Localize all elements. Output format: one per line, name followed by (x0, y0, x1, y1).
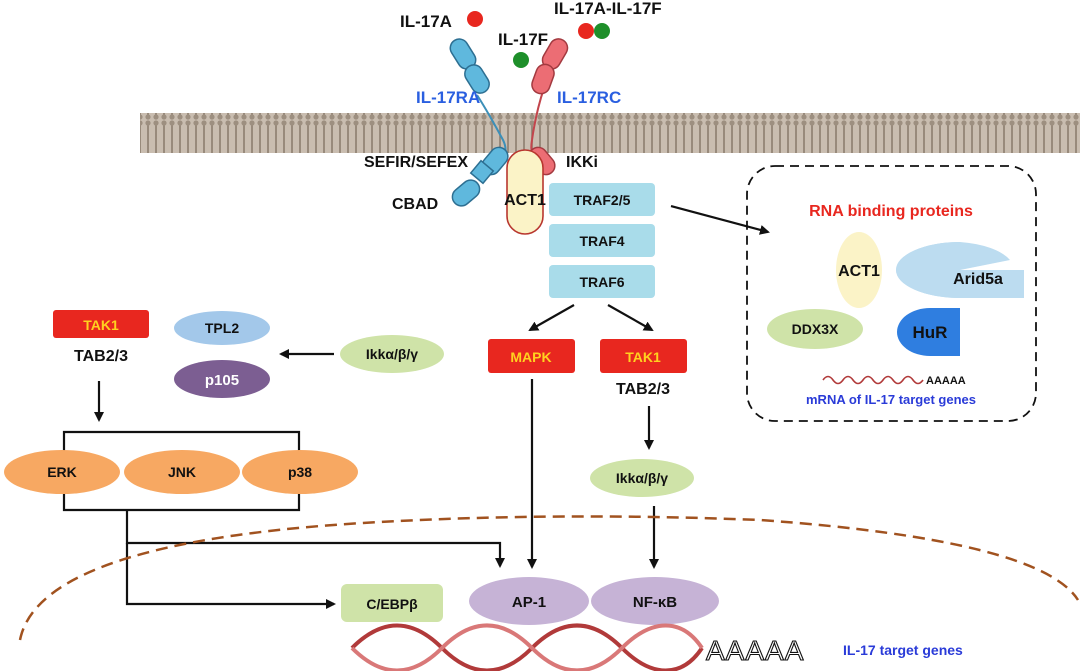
jnk-ellipse (124, 450, 240, 494)
tpl2-label: TPL2 (205, 320, 239, 336)
p105-label: p105 (205, 372, 239, 389)
arid5a-label: Arid5a (953, 271, 1003, 288)
middle-tak1-box (600, 339, 687, 373)
il17f-label: IL-17F (498, 30, 548, 49)
cebpb-label: C/EBPβ (366, 596, 418, 612)
il17ra-receptor (449, 38, 509, 207)
ap1-ellipse (469, 577, 589, 625)
erk-ellipse (4, 450, 120, 494)
nfkb-ellipse (591, 577, 719, 625)
left-tak1-box (53, 310, 149, 338)
mapk-label: MAPK (510, 349, 551, 365)
tpl2-ellipse (174, 311, 270, 345)
traf4-box (549, 224, 655, 257)
ligands: IL-17A IL-17F IL-17A-IL-17F (400, 0, 662, 68)
traf6-label: TRAF6 (579, 274, 624, 290)
target-genes-label: IL-17 target genes (843, 642, 963, 658)
traf4-label: TRAF4 (579, 233, 624, 249)
sefir-label: SEFIR/SEFEX (364, 154, 468, 171)
rna-binding-proteins-box (746, 165, 1037, 422)
traf6-box (549, 265, 655, 298)
middle-tak1-label: TAK1 (625, 349, 661, 365)
rna-act1-ellipse (836, 232, 882, 308)
cbad-label: CBAD (392, 196, 438, 213)
hur-shape (897, 308, 960, 356)
act1-label: ACT1 (504, 192, 546, 209)
dna-polya: AAAAA (706, 635, 804, 666)
il17f-dot (513, 52, 529, 68)
nfkb-label: NF-κB (633, 594, 677, 611)
arrow-traf6-to-tak1 (607, 304, 654, 331)
ap1-label: AP-1 (512, 594, 546, 611)
rna-box-mrna-label: mRNA of IL-17 target genes (806, 392, 976, 407)
mapk-bottom-bracket (62, 490, 301, 512)
arid5a-shape-fill (896, 242, 1024, 298)
dna-helix (350, 623, 704, 671)
jnk-label: JNK (168, 464, 196, 480)
arrow-traf-to-rna-box (670, 204, 770, 235)
left-ikk-ellipse (340, 335, 444, 373)
rna-act1-label: ACT1 (838, 263, 880, 280)
mapk-box (488, 339, 575, 373)
traf25-box (549, 183, 655, 216)
ikki-label: IKKi (566, 154, 598, 171)
ddx3x-label: DDX3X (792, 321, 839, 337)
il17rc-label: IL-17RC (557, 88, 621, 107)
rna-box-title: RNA binding proteins (809, 203, 973, 220)
rna-box-mrna-wave (822, 375, 924, 385)
p105-ellipse (174, 360, 270, 398)
cell-membrane (140, 113, 1080, 153)
arrow-mapks-to-ap1 (125, 510, 505, 568)
left-tab23-label: TAB2/3 (74, 348, 128, 365)
il17a-il17f-label: IL-17A-IL-17F (554, 0, 662, 18)
arrow-traf6-to-mapk (528, 304, 575, 331)
traf25-label: TRAF2/5 (574, 192, 631, 208)
ddx3x-ellipse (767, 309, 863, 349)
il17a-label: IL-17A (400, 12, 452, 31)
p38-ellipse (242, 450, 358, 494)
heterodimer-green-dot (594, 23, 610, 39)
arrow-mapks-to-cebpb (125, 543, 336, 609)
nucleus-envelope (18, 515, 1080, 641)
p38-label: p38 (288, 464, 312, 480)
left-ikk-label: Ikkα/β/γ (366, 346, 418, 362)
il17ra-label: IL-17RA (416, 88, 480, 107)
middle-ikk-label: Ikkα/β/γ (616, 470, 668, 486)
middle-tab23-label: TAB2/3 (616, 381, 670, 398)
cebpb-box (341, 584, 443, 622)
erk-label: ERK (47, 464, 77, 480)
act1-capsule (506, 149, 544, 235)
mapk-top-bracket (62, 430, 301, 452)
il17a-dot (467, 11, 483, 27)
middle-ikk-ellipse (590, 459, 694, 497)
left-tak1-label: TAK1 (83, 317, 119, 333)
hur-label: HuR (913, 323, 948, 342)
heterodimer-red-dot (578, 23, 594, 39)
rna-box-polya: AAAAA (926, 375, 966, 387)
